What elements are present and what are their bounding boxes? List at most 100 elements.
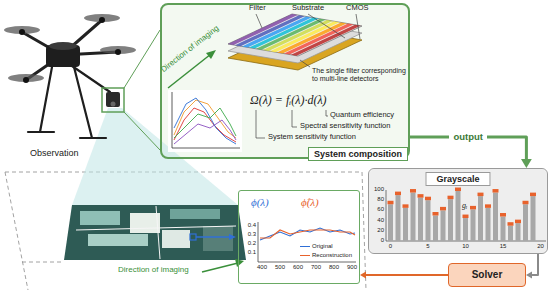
direction-label: Direction of imaging bbox=[118, 265, 189, 274]
bar bbox=[508, 226, 513, 241]
bar bbox=[388, 204, 393, 241]
note-label: The single filter corresponding to multi… bbox=[312, 67, 406, 83]
axis-tick: 400 bbox=[257, 264, 267, 271]
axis-tick: 0 bbox=[369, 237, 384, 244]
grayscale-panel: Grayscale bbox=[368, 168, 548, 254]
camera-highlight bbox=[102, 88, 124, 112]
axis-tick: 40 bbox=[369, 217, 384, 224]
bar-marker bbox=[523, 201, 529, 205]
bar bbox=[418, 198, 423, 241]
axis-tick: 500 bbox=[275, 264, 285, 271]
arrow-head bbox=[521, 159, 532, 168]
symbol-label: ϕ(λ) bbox=[251, 196, 269, 209]
bar bbox=[493, 193, 498, 241]
axis-tick: 60 bbox=[369, 206, 384, 213]
box-label: Solver bbox=[449, 264, 525, 286]
axis-tick: 0.1 bbox=[241, 249, 256, 256]
bar bbox=[478, 196, 483, 241]
part-name: Substrate bbox=[292, 4, 324, 13]
axis-tick: 0.3 bbox=[241, 231, 256, 238]
connector-line bbox=[531, 254, 538, 275]
bar bbox=[501, 217, 506, 241]
term-label: Quantum efficiency bbox=[330, 111, 394, 120]
solver-box: Solver bbox=[448, 263, 526, 287]
panel-title: System composition bbox=[308, 147, 408, 161]
axis-tick: 800 bbox=[329, 264, 339, 271]
bar-marker bbox=[388, 201, 394, 205]
term-label: System sensitivity function bbox=[268, 133, 356, 142]
axis-tick: 80 bbox=[369, 196, 384, 203]
axis-tick: 0 bbox=[389, 243, 392, 250]
bar-marker bbox=[440, 207, 446, 211]
symbol-label: gᵢ bbox=[462, 201, 467, 210]
legend-line bbox=[300, 246, 310, 248]
connector bbox=[526, 254, 538, 279]
filter-stripe bbox=[284, 24, 354, 55]
filter-stripe bbox=[263, 20, 333, 51]
zoom-line bbox=[124, 112, 160, 150]
bar bbox=[403, 208, 408, 241]
reconstruction-plot bbox=[258, 222, 356, 262]
bar bbox=[523, 204, 528, 241]
symbol-label: ϕ̂(λ) bbox=[301, 196, 319, 209]
axis-tick: 10 bbox=[462, 243, 469, 250]
axis-tick: 5 bbox=[426, 243, 429, 250]
drone-illustration bbox=[4, 14, 136, 138]
bar-marker bbox=[478, 193, 484, 197]
connector-line bbox=[365, 274, 448, 276]
bar-marker bbox=[448, 196, 454, 200]
axis-tick: 20 bbox=[537, 243, 544, 250]
bar-marker bbox=[500, 213, 506, 217]
bar-marker bbox=[530, 193, 536, 197]
bar bbox=[486, 208, 491, 241]
edge-label: output bbox=[449, 132, 487, 143]
legend-entry: Original bbox=[300, 243, 333, 250]
part-name: CMOS bbox=[346, 4, 369, 13]
panel-ground bbox=[369, 169, 547, 253]
axis-tick: 0.2 bbox=[241, 240, 256, 247]
axis-tick: 0.4 bbox=[241, 222, 256, 229]
ground-photo bbox=[64, 205, 246, 260]
axis-tick: 900 bbox=[347, 264, 357, 271]
formula: Ω(λ) = fᵢ(λ)·d(λ) bbox=[250, 94, 327, 108]
bar bbox=[516, 223, 521, 241]
bar bbox=[448, 199, 453, 241]
filter-stripe bbox=[277, 22, 347, 53]
bar bbox=[456, 191, 461, 241]
bar-marker bbox=[493, 189, 499, 193]
grayscale-bars bbox=[386, 188, 546, 241]
bar bbox=[426, 200, 431, 241]
filter-stripe bbox=[270, 21, 340, 52]
direction-arrow-head bbox=[235, 259, 244, 267]
legend-line bbox=[300, 255, 310, 257]
direction-arrow-head bbox=[206, 50, 216, 59]
bar-marker bbox=[433, 212, 439, 216]
pick-arrow bbox=[196, 236, 230, 237]
bar-marker bbox=[425, 197, 431, 201]
bar-marker bbox=[515, 220, 521, 224]
panel-ground bbox=[239, 191, 359, 283]
axis-tick: 100 bbox=[369, 186, 384, 193]
bar-marker bbox=[485, 204, 491, 208]
axis-tick: 15 bbox=[500, 243, 507, 250]
term-label: Spectral sensitivity function bbox=[300, 122, 390, 131]
panel-title: Grayscale bbox=[425, 172, 490, 186]
bar-marker bbox=[455, 188, 461, 192]
bar bbox=[463, 218, 468, 241]
caption-label: Observation bbox=[30, 148, 79, 158]
bar bbox=[471, 209, 476, 241]
bar-marker bbox=[463, 215, 469, 219]
bar-marker bbox=[470, 206, 476, 210]
bar-marker bbox=[403, 204, 409, 208]
zoom-line bbox=[124, 30, 160, 88]
bar bbox=[441, 210, 446, 241]
bar bbox=[411, 193, 416, 241]
legend-text: Original bbox=[312, 243, 333, 250]
bar-marker bbox=[395, 192, 401, 196]
direction-arrow bbox=[202, 263, 238, 272]
pick-arrow-head bbox=[229, 234, 236, 240]
legend-entry: Reconstruction bbox=[300, 252, 352, 259]
panel-ground bbox=[161, 4, 409, 158]
part-name: Filter bbox=[249, 4, 266, 13]
